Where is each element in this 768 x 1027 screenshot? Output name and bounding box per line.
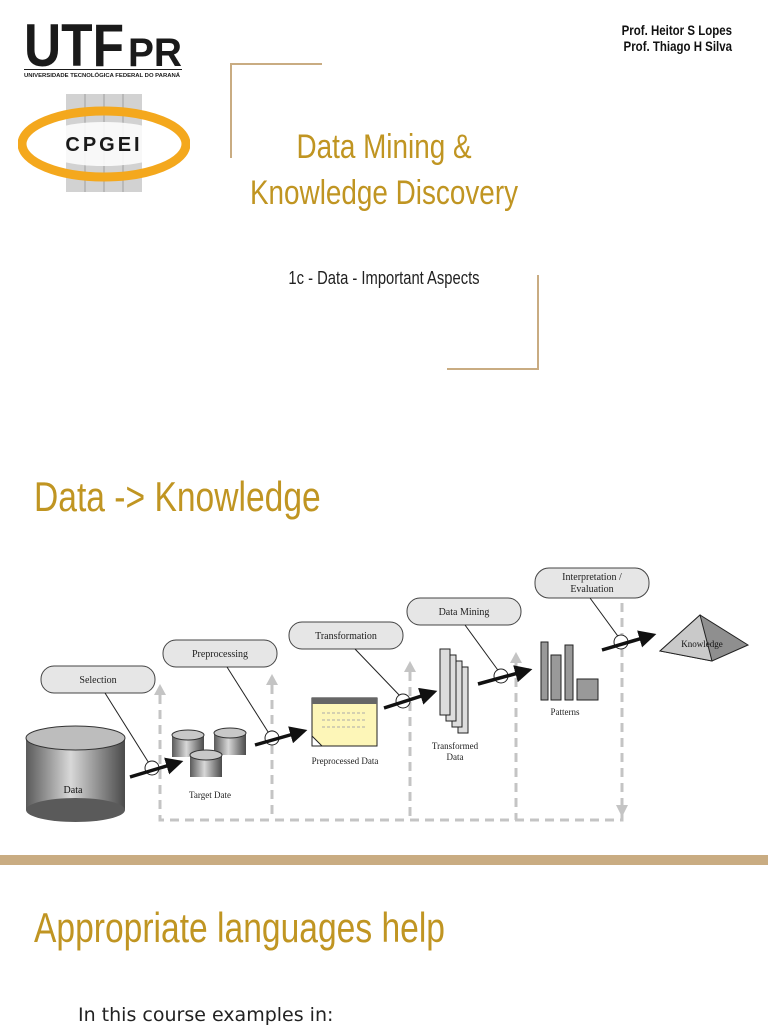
store-label-transformed-data: Data [447, 752, 464, 762]
cpgei-text: CPGEI [65, 134, 142, 156]
step-label-selection: Selection [79, 675, 116, 686]
knowledge-pyramid-icon: Knowledge [658, 614, 750, 662]
step-label-transformation: Transformation [315, 631, 377, 642]
author-name: Prof. Thiago H Silva [623, 38, 732, 54]
slide-heading: Appropriate languages help [34, 904, 445, 951]
decor-bracket-bottom [537, 275, 539, 370]
process-steps: Selection Preprocessing Transformation D… [40, 567, 650, 694]
logo-caption: UNIVERSIDADE TECNOLÓGICA FEDERAL DO PARA… [24, 71, 180, 79]
lecture-subtitle: 1c - Data - Important Aspects [288, 268, 480, 288]
decor-bracket-bottom [447, 368, 539, 370]
feedback-arrowheads [154, 652, 628, 817]
store-label-preprocessed: Preprocessed Data [312, 756, 379, 766]
step-label-preprocessing: Preprocessing [192, 649, 248, 660]
cpgei-logo: CPGEI [18, 94, 190, 192]
step-label-evaluation: Evaluation [570, 584, 613, 595]
utfpr-logo: UTF PR UNIVERSIDADE TECNOLÓGICA FEDERAL … [24, 16, 182, 79]
kdd-process-diagram: Selection Preprocessing Transformation D… [25, 567, 750, 822]
course-title-line: Knowledge Discovery [249, 174, 519, 212]
store-label-knowledge: Knowledge [681, 639, 723, 649]
step-label-data-mining: Data Mining [439, 607, 490, 618]
slide-heading: Data -> Knowledge [34, 473, 321, 520]
slide-body-text: In this course examples in: [78, 1004, 334, 1026]
patterns-icon: Patterns [540, 641, 599, 717]
target-data-icon: Target Date [171, 727, 247, 800]
store-label-patterns: Patterns [551, 707, 580, 717]
preprocessed-data-icon: Preprocessed Data [311, 697, 379, 766]
title-slide: UTF PR UNIVERSIDADE TECNOLÓGICA FEDERAL … [0, 0, 768, 430]
store-label-data: Data [64, 785, 83, 796]
slide-divider [0, 855, 768, 865]
decor-bracket-top [230, 63, 322, 65]
author-name: Prof. Heitor S Lopes [621, 22, 732, 38]
transformed-data-icon: Transformed Data [432, 648, 479, 762]
store-label-target: Target Date [189, 790, 231, 800]
author-list: Prof. Heitor S Lopes Prof. Thiago H Silv… [591, 22, 732, 54]
store-label-transformed: Transformed [432, 741, 479, 751]
course-title: Data Mining & Knowledge Discovery [220, 124, 548, 216]
languages-slide: Appropriate languages help In this cours… [0, 865, 768, 1026]
logo-pr-text: PR [128, 31, 182, 75]
flow-arrows [129, 630, 657, 779]
feedback-loop [158, 600, 624, 822]
course-title-line: Data Mining & [296, 128, 472, 166]
data-store-icon: Data [25, 725, 126, 822]
callout-lines [104, 597, 621, 769]
kdd-slide: Data -> Knowledge [0, 430, 768, 855]
logo-ut-text: UTF [24, 16, 124, 79]
step-label-interpretation: Interpretation / [562, 572, 622, 583]
decor-bracket-top [230, 63, 232, 158]
